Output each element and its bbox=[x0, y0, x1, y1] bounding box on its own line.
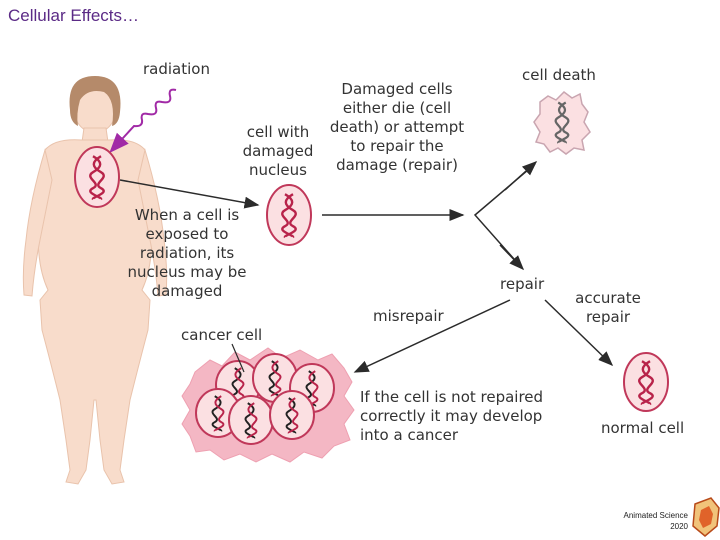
hair bbox=[69, 76, 121, 126]
arrow-misrepair bbox=[353, 299, 511, 373]
cancer-text: If the cell is not repaired correctly it… bbox=[360, 388, 544, 444]
arrow-to-cell-death bbox=[504, 160, 538, 191]
normal-cell-label: normal cell bbox=[601, 419, 685, 437]
cell-death-label: cell death bbox=[522, 66, 596, 84]
arrow-accurate-repair bbox=[544, 299, 614, 367]
radiation-wave-arrow bbox=[109, 88, 177, 153]
arrow-to-repair bbox=[499, 244, 525, 271]
dead-cell bbox=[533, 91, 591, 155]
outcome-text: Damaged cells either die (cell death) or… bbox=[329, 80, 465, 174]
body-cell bbox=[74, 146, 120, 208]
damaged-cell-label: cell with damaged nucleus bbox=[242, 123, 314, 179]
brand-credit: Animated Science 2020 bbox=[590, 510, 688, 532]
cancer-cell-pointer bbox=[231, 343, 245, 373]
radiation-label: radiation bbox=[143, 60, 210, 78]
accurate-repair-label: accurate repair bbox=[575, 289, 641, 326]
repair-label: repair bbox=[500, 275, 545, 293]
exposure-text: When a cell is exposed to radiation, its… bbox=[127, 206, 247, 300]
slide-title: Cellular Effects… bbox=[8, 6, 140, 25]
arrow-to-damaged-cell bbox=[119, 179, 260, 209]
cancer-cell-6 bbox=[269, 390, 315, 440]
cancer-cell-5 bbox=[228, 395, 274, 445]
cancer-cell-label: cancer cell bbox=[181, 326, 263, 344]
normal-cell bbox=[623, 352, 669, 412]
misrepair-label: misrepair bbox=[373, 307, 444, 325]
brand-name: Animated Science bbox=[623, 511, 688, 520]
damaged-cell bbox=[266, 184, 312, 246]
branch-lines bbox=[473, 163, 536, 269]
woman-figure bbox=[22, 78, 168, 485]
brand-year: 2020 bbox=[670, 522, 688, 531]
animated-science-logo bbox=[692, 497, 720, 537]
